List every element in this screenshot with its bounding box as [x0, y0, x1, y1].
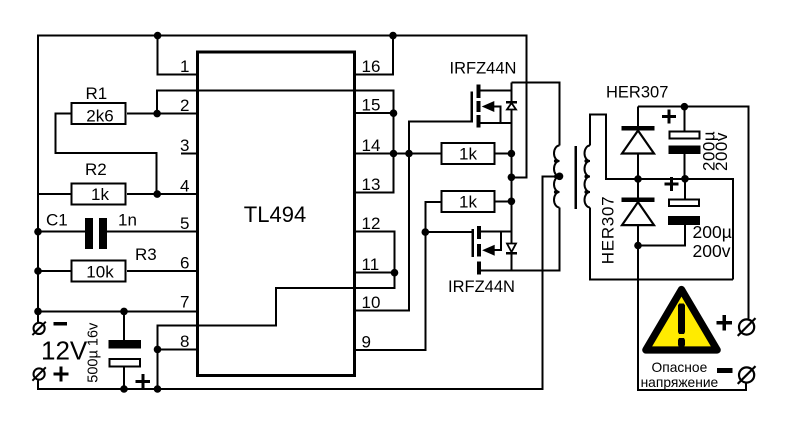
svg-text:R3: R3 — [135, 245, 157, 264]
svg-text:14: 14 — [362, 136, 381, 155]
svg-text:1: 1 — [180, 57, 189, 76]
svg-text:200µ: 200µ — [700, 131, 719, 171]
svg-text:TL494: TL494 — [244, 202, 306, 227]
svg-text:500µ 16v: 500µ 16v — [86, 322, 102, 383]
svg-text:1k: 1k — [459, 145, 477, 164]
svg-text:6: 6 — [180, 254, 189, 273]
svg-text:IRFZ44N: IRFZ44N — [448, 278, 515, 296]
svg-text:R1: R1 — [86, 84, 108, 103]
svg-text:16: 16 — [362, 57, 381, 76]
svg-text:5: 5 — [180, 214, 189, 233]
svg-text:200µ: 200µ — [693, 222, 732, 242]
svg-text:12V: 12V — [41, 336, 88, 366]
svg-text:C1: C1 — [46, 211, 68, 230]
svg-text:15: 15 — [362, 96, 381, 115]
svg-text:2k6: 2k6 — [86, 107, 113, 126]
svg-text:1k: 1k — [91, 185, 109, 204]
svg-text:8: 8 — [180, 332, 189, 351]
svg-text:4: 4 — [180, 177, 189, 196]
svg-text:9: 9 — [362, 332, 371, 351]
svg-text:HER307: HER307 — [606, 84, 668, 102]
svg-text:12: 12 — [362, 214, 381, 233]
svg-text:Опасное: Опасное — [652, 360, 708, 375]
svg-text:7: 7 — [180, 293, 189, 312]
svg-text:HER307: HER307 — [599, 196, 618, 264]
svg-text:10: 10 — [362, 293, 381, 312]
svg-text:3: 3 — [180, 136, 189, 155]
svg-text:11: 11 — [362, 255, 380, 274]
svg-text:200v: 200v — [712, 132, 731, 171]
svg-text:напряжение: напряжение — [641, 375, 719, 390]
svg-text:R2: R2 — [85, 160, 107, 179]
svg-text:13: 13 — [362, 175, 381, 194]
svg-text:10k: 10k — [86, 263, 114, 282]
svg-text:1n: 1n — [118, 211, 137, 230]
svg-text:IRFZ44N: IRFZ44N — [450, 60, 517, 78]
svg-text:1k: 1k — [459, 193, 477, 212]
svg-text:200v: 200v — [693, 241, 731, 261]
svg-text:2: 2 — [180, 96, 189, 115]
